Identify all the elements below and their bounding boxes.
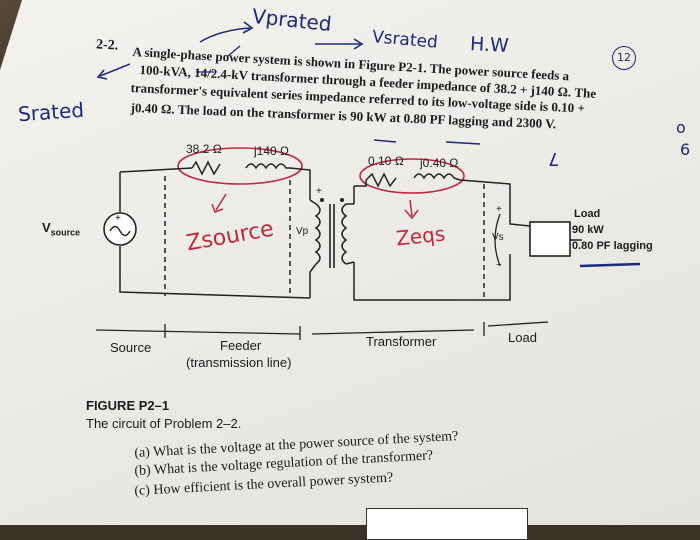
plus-sign: + [316, 186, 322, 197]
load-power: 90 kW [572, 224, 604, 236]
feeder-reactance-label: j140 Ω [254, 144, 289, 158]
vp-label: Vp [296, 226, 309, 237]
circuit-diagram: + [95, 21, 641, 340]
figure-caption: The circuit of Problem 2–2. [86, 416, 242, 431]
xfmr-resistance-label: 0.10 Ω [368, 154, 404, 168]
figure-label: FIGURE P2–1 [86, 398, 170, 413]
handwritten-margin-o: o [676, 118, 686, 137]
page-number-badge: 12 [612, 46, 636, 70]
section-transformer: Transformer [366, 334, 437, 349]
xfmr-reactance-label: j0.40 Ω [420, 156, 459, 170]
answer-box [366, 508, 528, 540]
handwritten-margin-6: 6 [680, 140, 691, 159]
handwritten-zeq: Zeqs [394, 221, 447, 251]
load-pf: 0.80 PF lagging [572, 240, 653, 252]
load-box [529, 221, 571, 257]
feeder-resistance-label: 38.2 Ω [186, 142, 222, 156]
minus-sign-secondary: − [496, 260, 502, 271]
svg-text:+: + [115, 213, 121, 224]
vs-label: Vs [492, 232, 504, 243]
section-source: Source [110, 340, 152, 355]
section-load: Load [508, 330, 537, 345]
section-feeder-sub: (transmission line) [186, 355, 292, 370]
ac-source-symbol [103, 212, 137, 246]
vsource-label: Vsource [42, 220, 81, 238]
plus-sign-secondary: + [496, 204, 502, 215]
section-feeder: Feeder [220, 338, 262, 353]
load-title: Load [574, 208, 601, 220]
